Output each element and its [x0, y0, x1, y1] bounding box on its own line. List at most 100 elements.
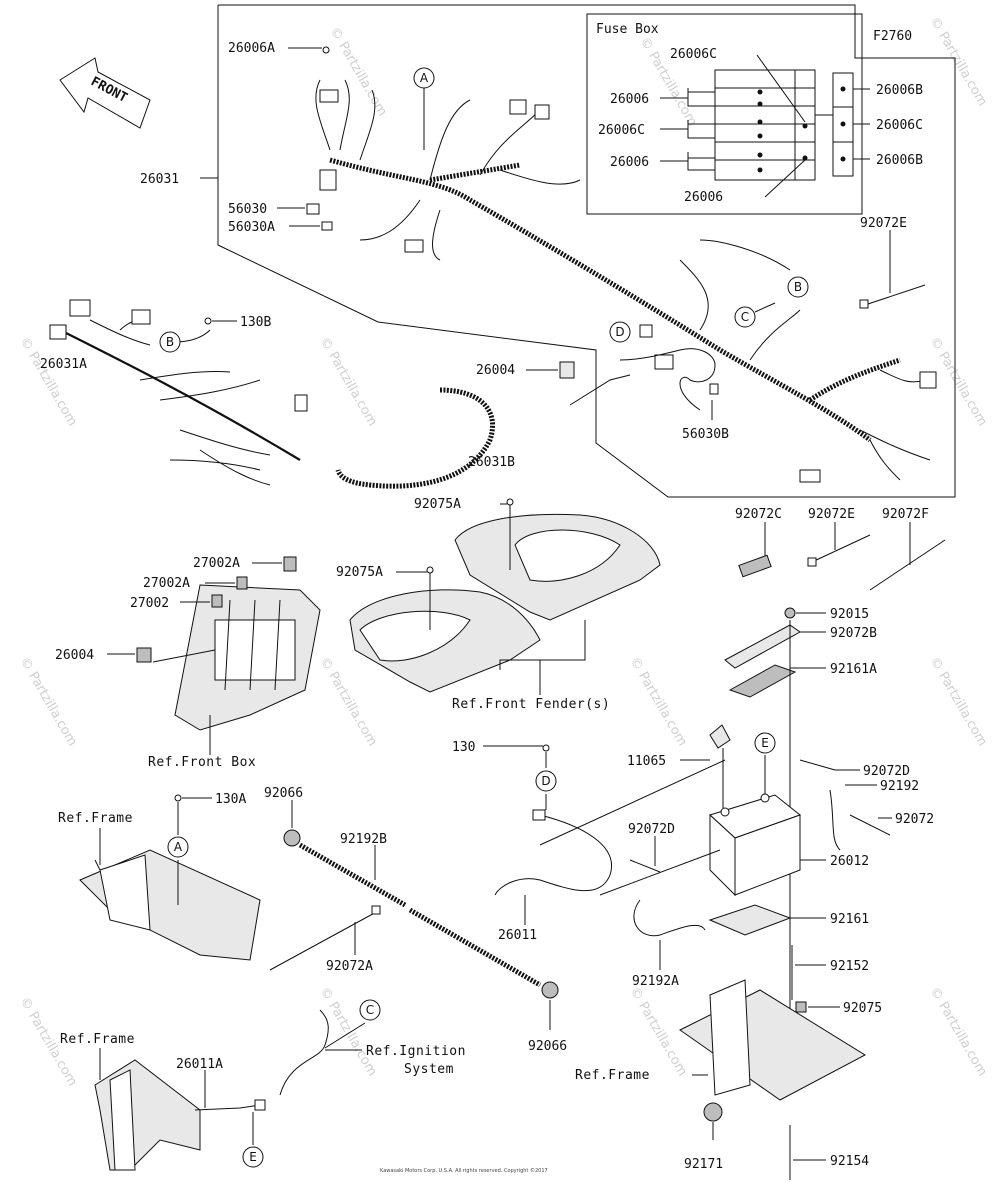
clamp-56030b	[709, 383, 719, 395]
fuse-terminal	[840, 86, 846, 92]
wrap-92192b	[408, 907, 542, 988]
harness-connector	[534, 104, 550, 120]
front-arrow-shape	[59, 57, 151, 129]
harness-connector	[404, 239, 424, 253]
fuse-terminal	[757, 101, 763, 107]
harness-26031b	[335, 387, 495, 489]
leader-line	[499, 620, 586, 670]
part-label: 130A	[215, 792, 246, 807]
harness-trunk	[329, 157, 872, 443]
ref-label: Ref.Frame	[575, 1068, 650, 1083]
harness-branch	[808, 357, 901, 403]
part-label: 26006	[610, 155, 649, 170]
battery-front	[734, 814, 801, 896]
reference-labels: Ref.Front Fender(s) Ref.Front Box Ref.Fr…	[58, 697, 650, 1083]
watermark-text: © Partzilla.com	[927, 15, 990, 109]
front-harness	[49, 299, 308, 486]
leader-line	[599, 849, 721, 896]
part-label: 56030A	[228, 220, 275, 235]
part-label: 26006	[610, 92, 649, 107]
fender-left-panel	[359, 610, 471, 662]
fuse-26006a	[322, 46, 330, 54]
part-label: 11065	[627, 754, 666, 769]
relay-26004	[559, 361, 575, 379]
harness-connector	[919, 371, 937, 389]
part-label: 92192A	[632, 974, 679, 989]
part-label: 92072F	[882, 507, 929, 522]
callout-letter: A	[420, 71, 429, 85]
leader-line	[539, 759, 726, 846]
cable-tie-92072	[849, 814, 891, 836]
watermark-text: © Partzilla.com	[317, 985, 380, 1079]
frame-bottom-left	[94, 1009, 366, 1171]
tube-92192a	[633, 899, 706, 937]
part-label: 26006	[684, 190, 723, 205]
watermark-text: © Partzilla.com	[317, 655, 380, 749]
cable-tie-92072e	[864, 284, 926, 306]
part-label: 92075	[843, 1001, 882, 1016]
cable-tie-head	[807, 557, 817, 567]
callout-circle	[167, 836, 189, 858]
leader-line	[687, 88, 715, 107]
harness-connector	[294, 394, 308, 412]
fuse-27002a	[236, 576, 248, 590]
part-label: 92072	[895, 812, 934, 827]
cable-tie-head	[859, 299, 869, 309]
fuse-terminal	[757, 89, 763, 95]
fuse-terminal	[840, 121, 846, 127]
box-detail	[224, 599, 231, 691]
harness-wires	[749, 309, 801, 361]
cap-11065	[709, 724, 731, 749]
callout-letter: B	[166, 335, 174, 349]
pad-92161a	[728, 664, 797, 698]
frame-left	[79, 794, 261, 961]
part-label: 92072D	[628, 822, 675, 837]
cable-tie-head	[371, 905, 381, 915]
cable-tie-92072d	[629, 859, 661, 873]
fuse-terminal	[802, 155, 808, 161]
part-label: 92171	[684, 1157, 723, 1172]
part-label: 56030B	[682, 427, 729, 442]
harness-branch	[429, 162, 521, 183]
clamp-56030a	[321, 221, 333, 231]
part-label: 92072A	[326, 959, 373, 974]
clamp-56030	[306, 203, 320, 215]
harness-wires	[359, 199, 441, 261]
tube-92192	[829, 789, 841, 851]
fender-right-panel	[514, 529, 621, 582]
part-label: 92161A	[830, 662, 877, 677]
part-label: 92192B	[340, 832, 387, 847]
harness-wires	[879, 369, 926, 383]
relay-26004	[136, 647, 152, 663]
harness-wires	[619, 348, 716, 411]
frame-detail	[94, 859, 101, 871]
part-label: 92066	[528, 1039, 567, 1054]
assembly-outline	[217, 4, 956, 498]
front-box	[107, 556, 321, 755]
leader-line	[764, 159, 806, 198]
part-label: 92072C	[735, 507, 782, 522]
cap-92066	[541, 981, 559, 999]
part-label: 92161	[830, 912, 869, 927]
harness-connector	[654, 354, 674, 370]
front-arrow: FRONT	[59, 57, 151, 129]
part-label: 26011	[498, 928, 537, 943]
cable-tie-92072d	[799, 759, 836, 771]
harness-connector	[319, 89, 339, 103]
fuse-block	[714, 69, 816, 181]
callout-letter: C	[366, 1003, 374, 1017]
clip-92075	[795, 1001, 807, 1013]
part-label: 26011A	[176, 1057, 223, 1072]
battery-terminal	[720, 807, 730, 817]
leader-line	[756, 54, 806, 123]
part-label: 26012	[830, 854, 869, 869]
bolt-130a	[174, 794, 182, 802]
part-label: 92075A	[414, 497, 461, 512]
leader-line	[754, 302, 776, 313]
front-fenders	[349, 498, 661, 695]
cable-tie-92072c	[738, 554, 772, 578]
callout-letter: E	[249, 1150, 257, 1164]
cable-terminal	[254, 1099, 266, 1111]
part-label: 92072E	[808, 507, 855, 522]
